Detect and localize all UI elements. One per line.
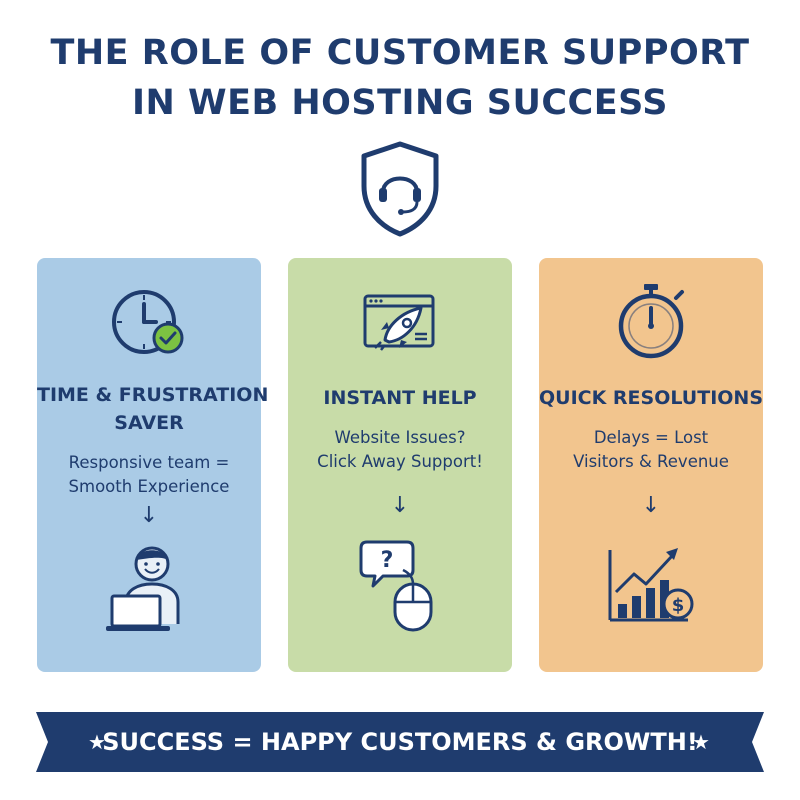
- title-line-1: THE ROLE OF CUSTOMER SUPPORT: [50, 33, 750, 73]
- card-description: Website Issues? Click Away Support!: [317, 428, 483, 471]
- banner-ribbon: [36, 712, 764, 772]
- card-quick-resolutions: QUICK RESOLUTIONS Delays = Lost Visitors…: [539, 258, 763, 672]
- star-icon: ★: [88, 730, 106, 754]
- svg-text:?: ?: [381, 548, 394, 573]
- down-arrow-icon: ↓: [390, 493, 410, 518]
- svg-text:$: $: [672, 595, 685, 616]
- down-arrow-icon: ↓: [139, 503, 159, 528]
- card-description: Responsive team = Smooth Experience: [68, 453, 230, 496]
- down-arrow-icon: ↓: [641, 493, 661, 518]
- card-title: QUICK RESOLUTIONS: [539, 387, 764, 409]
- card-title: TIME & FRUSTRATION SAVER: [37, 384, 269, 434]
- star-icon: ★: [692, 730, 710, 754]
- person-laptop-icon: [106, 546, 180, 631]
- banner-text: SUCCESS = HAPPY CUSTOMERS & GROWTH!: [102, 728, 698, 756]
- card-description: Delays = Lost Visitors & Revenue: [573, 428, 729, 471]
- success-banner: ★ ★ SUCCESS = HAPPY CUSTOMERS & GROWTH!: [36, 712, 764, 772]
- card-time-frustration-saver: TIME & FRUSTRATION SAVER Responsive team…: [37, 258, 269, 672]
- clock-check-icon: [112, 290, 184, 354]
- title-line-2: IN WEB HOSTING SUCCESS: [132, 83, 668, 123]
- card-instant-help: INSTANT HELP Website Issues? Click Away …: [288, 258, 512, 672]
- browser-rocket-icon: [363, 294, 435, 351]
- growth-chart-dollar-icon: $: [608, 548, 694, 622]
- shield-headset-icon: [361, 141, 439, 237]
- question-bubble-mouse-icon: ?: [359, 540, 433, 632]
- page-title: THE ROLE OF CUSTOMER SUPPORT IN WEB HOST…: [0, 28, 800, 128]
- card-title: INSTANT HELP: [323, 387, 477, 409]
- stopwatch-icon: [618, 284, 684, 359]
